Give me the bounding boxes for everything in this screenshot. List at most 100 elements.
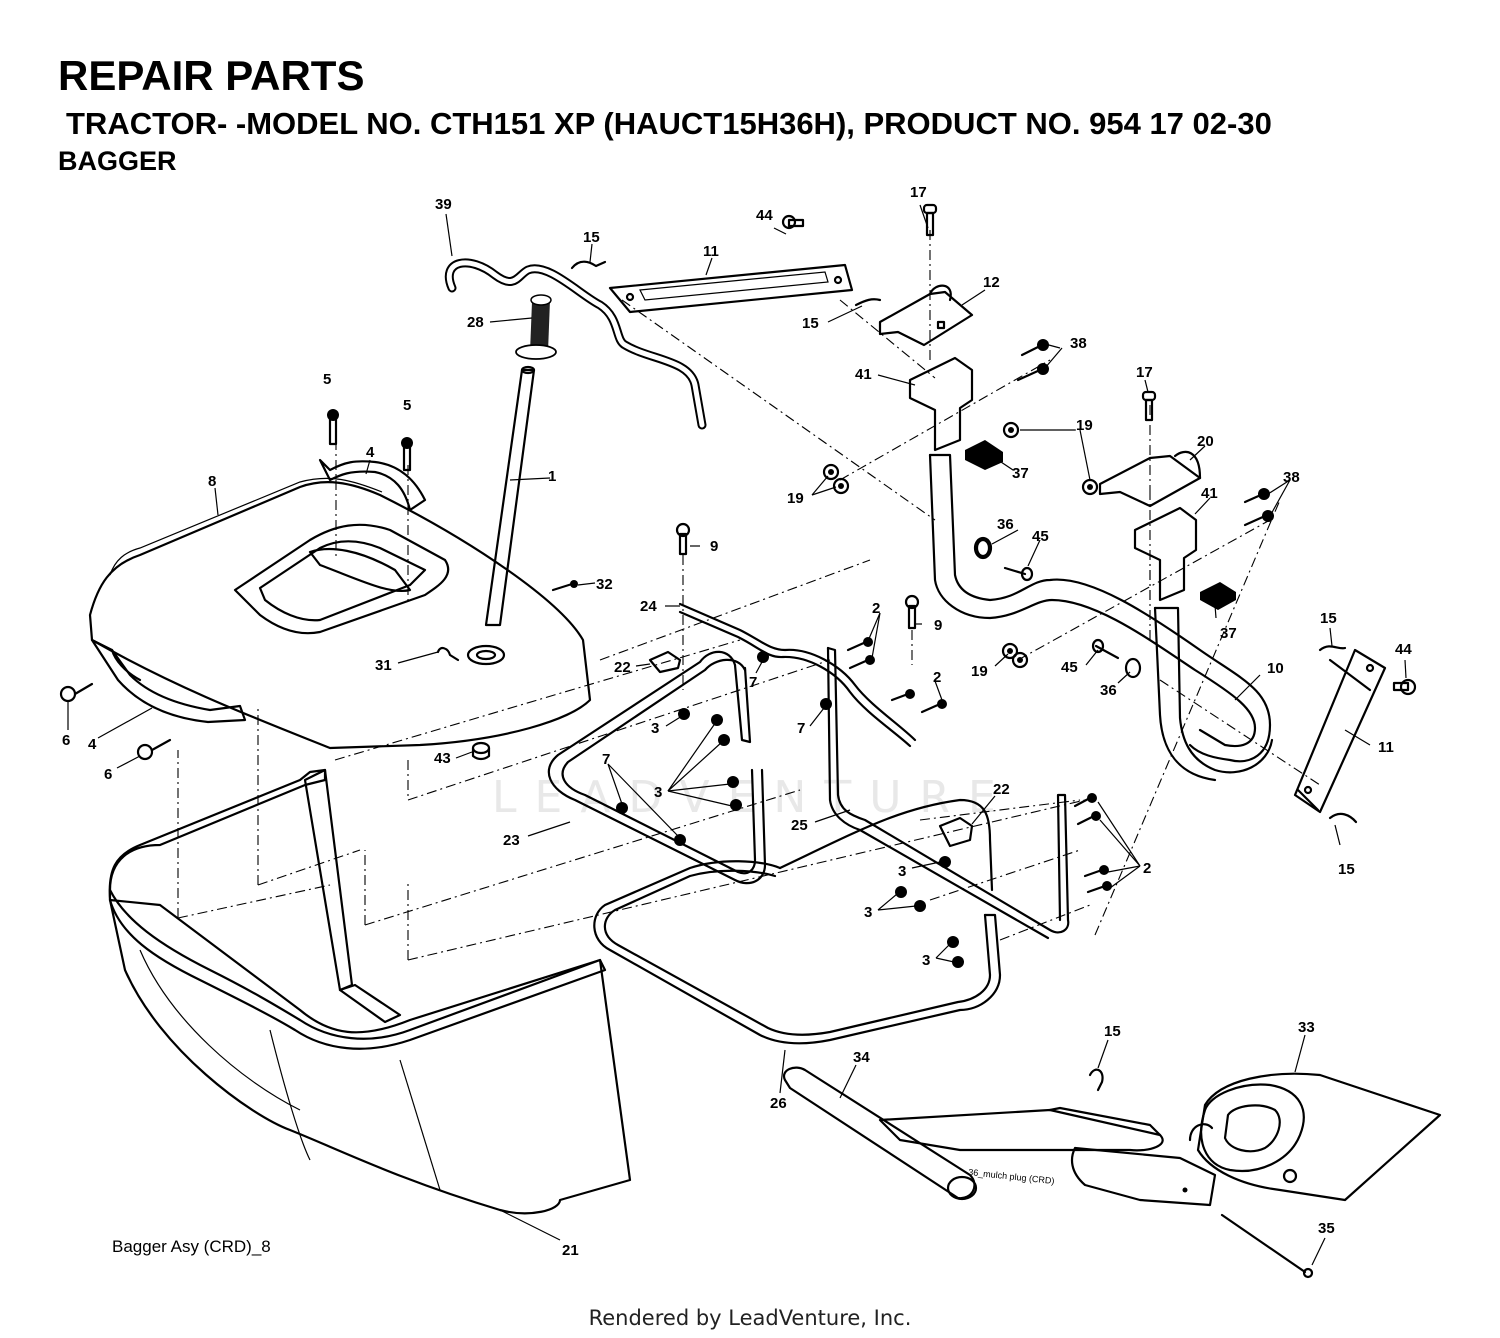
callout-45: 45 [1032, 528, 1049, 545]
callout-17: 17 [1136, 364, 1153, 381]
frame-part-23 [547, 650, 767, 885]
slide-bracket-part-41 [908, 356, 1198, 602]
callout-4: 4 [366, 444, 375, 461]
callout-25: 25 [791, 817, 808, 834]
washer-part-36 [973, 536, 1142, 679]
callout-1: 1 [548, 468, 556, 485]
section-title: BAGGER [58, 146, 177, 176]
callout-11: 11 [1378, 739, 1394, 756]
callout-12: 12 [983, 274, 1000, 291]
nut-part-3 [678, 708, 964, 968]
callout-7: 7 [602, 751, 610, 768]
callout-10: 10 [1267, 660, 1284, 677]
callout-7: 7 [797, 720, 805, 737]
callout-3: 3 [922, 952, 930, 969]
bolt-part-5 [327, 409, 413, 472]
watermark-text: LEADVENTURE [492, 772, 1014, 823]
bolt-part-17 [922, 203, 1157, 422]
clip-part-15-right [1318, 645, 1358, 824]
bracket-part-20 [1098, 450, 1202, 508]
bracket-part-11-top [608, 263, 854, 314]
grass-bag-part-21 [108, 768, 632, 1215]
bagger-rod-part-39 [444, 258, 707, 430]
callout-3: 3 [864, 904, 872, 921]
callout-33: 33 [1298, 1019, 1315, 1036]
mulch-plug-part-36 [878, 1106, 1217, 1207]
callout-36: 36 [1100, 682, 1117, 699]
callout-34: 34 [853, 1049, 870, 1066]
callout-24: 24 [640, 598, 657, 615]
bolt-part-2 [846, 637, 1112, 894]
bolt-part-32 [551, 580, 578, 592]
bagger-cover-part-8 [88, 477, 592, 750]
clip-part-22 [648, 650, 974, 848]
handle-grip-part-28 [515, 294, 557, 360]
bolt-part-9 [675, 522, 920, 630]
callout-38: 38 [1070, 335, 1087, 352]
clip-part-15-top [570, 260, 882, 307]
pin-part-35 [1220, 1213, 1314, 1279]
callout-23: 23 [503, 832, 520, 849]
callout-9: 9 [934, 617, 942, 634]
bolt-part-6 [59, 682, 172, 761]
callout-35: 35 [1318, 1220, 1335, 1237]
block-part-37 [965, 440, 1236, 610]
callout-2: 2 [1143, 860, 1151, 877]
callout-37: 37 [1220, 625, 1237, 642]
render-credit: Rendered by LeadVenture, Inc. [588, 1306, 912, 1330]
callout-39: 39 [435, 196, 452, 213]
callout-6: 6 [104, 766, 112, 783]
callout-19: 19 [971, 663, 988, 680]
bracket-part-12 [878, 284, 974, 347]
callout-9: 9 [710, 538, 718, 555]
bagger-frame-part-10 [928, 453, 1274, 782]
callout-4: 4 [88, 736, 97, 753]
callout-41: 41 [1201, 485, 1218, 502]
callout-20: 20 [1197, 433, 1214, 450]
callout-41: 41 [855, 366, 872, 383]
tube-part-34 [782, 1066, 978, 1201]
callout-19: 19 [1076, 417, 1093, 434]
cap-part-43 [471, 741, 491, 761]
callout-5: 5 [403, 397, 411, 414]
callout-22: 22 [614, 659, 631, 676]
model-subtitle: TRACTOR- -MODEL NO. CTH151 XP (HAUCT15H3… [66, 106, 1272, 141]
callout-15: 15 [802, 315, 819, 332]
callout-2: 2 [933, 669, 941, 686]
nut-part-7 [616, 651, 832, 846]
callout-11: 11 [703, 243, 719, 260]
callout-31: 31 [375, 657, 392, 674]
callout-43: 43 [434, 750, 451, 767]
frame-part-25 [826, 646, 1070, 940]
callout-44: 44 [1395, 641, 1412, 658]
callout-3: 3 [654, 784, 662, 801]
callout-36: 36 [997, 516, 1014, 533]
pin-part-45 [1003, 566, 1120, 660]
callout-28: 28 [467, 314, 484, 331]
callout-15: 15 [583, 229, 600, 246]
bolt-part-44-right [1392, 678, 1417, 696]
callout-8: 8 [208, 473, 216, 490]
bracket-part-11-right [1293, 648, 1387, 814]
callout-7: 7 [749, 674, 757, 691]
frame-part-26 [593, 798, 1002, 1045]
clip-part-15-bottom [1088, 1068, 1104, 1092]
callout-15: 15 [1338, 861, 1355, 878]
handle-rod-part-1 [484, 365, 536, 627]
reference-label: Bagger Asy (CRD)_8 [112, 1237, 271, 1256]
handle-part-4-top [318, 458, 427, 512]
callout-37: 37 [1012, 465, 1029, 482]
callout-15: 15 [1104, 1023, 1121, 1040]
callout-3: 3 [651, 720, 659, 737]
pin-part-31 [436, 646, 460, 662]
handle-part-4-side [90, 638, 247, 724]
callout-38: 38 [1283, 469, 1300, 486]
callout-22: 22 [993, 781, 1010, 798]
nut-part-19 [822, 421, 1099, 669]
callout-2: 2 [872, 600, 880, 617]
discharge-chute-part-33 [1188, 1072, 1442, 1202]
callout-3: 3 [898, 863, 906, 880]
callout-labels: 39 15 44 11 17 12 28 15 38 41 5 5 17 19 … [62, 184, 1412, 1259]
assembly-lines [177, 230, 1321, 961]
